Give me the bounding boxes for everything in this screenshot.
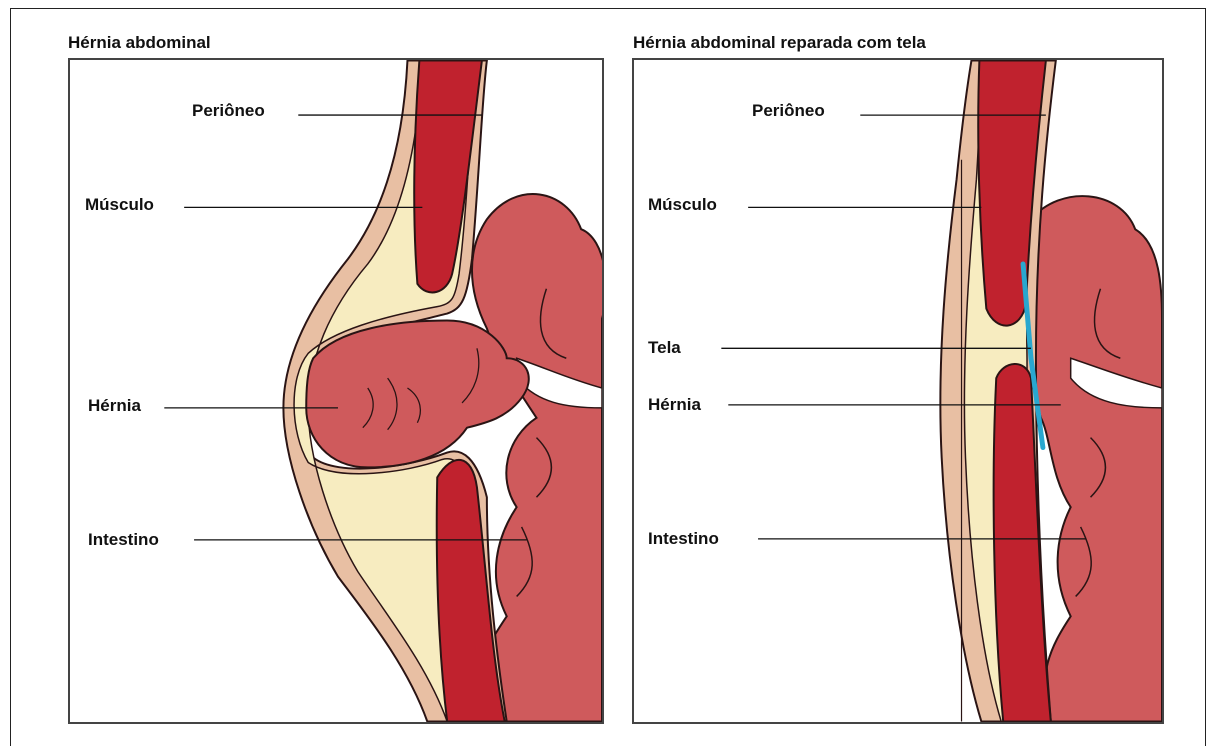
label-intestine-left: Intestino xyxy=(88,530,159,550)
label-muscle-right: Músculo xyxy=(648,195,717,215)
label-peritoneum-right: Periôneo xyxy=(752,101,825,121)
left-panel-illustration xyxy=(68,58,604,724)
right-panel-title: Hérnia abdominal reparada com tela xyxy=(633,33,926,53)
label-hernia-right: Hérnia xyxy=(648,395,701,415)
left-panel-title: Hérnia abdominal xyxy=(68,33,211,53)
right-panel-illustration xyxy=(632,58,1164,724)
lower-muscle xyxy=(437,460,505,722)
label-intestine-right: Intestino xyxy=(648,529,719,549)
label-hernia-left: Hérnia xyxy=(88,396,141,416)
label-mesh-right: Tela xyxy=(648,338,681,358)
label-muscle-left: Músculo xyxy=(85,195,154,215)
herniated-intestine xyxy=(306,321,529,468)
hernia-illustration xyxy=(70,60,602,722)
label-peritoneum-left: Periôneo xyxy=(192,101,265,121)
repaired-hernia-illustration xyxy=(634,60,1162,722)
